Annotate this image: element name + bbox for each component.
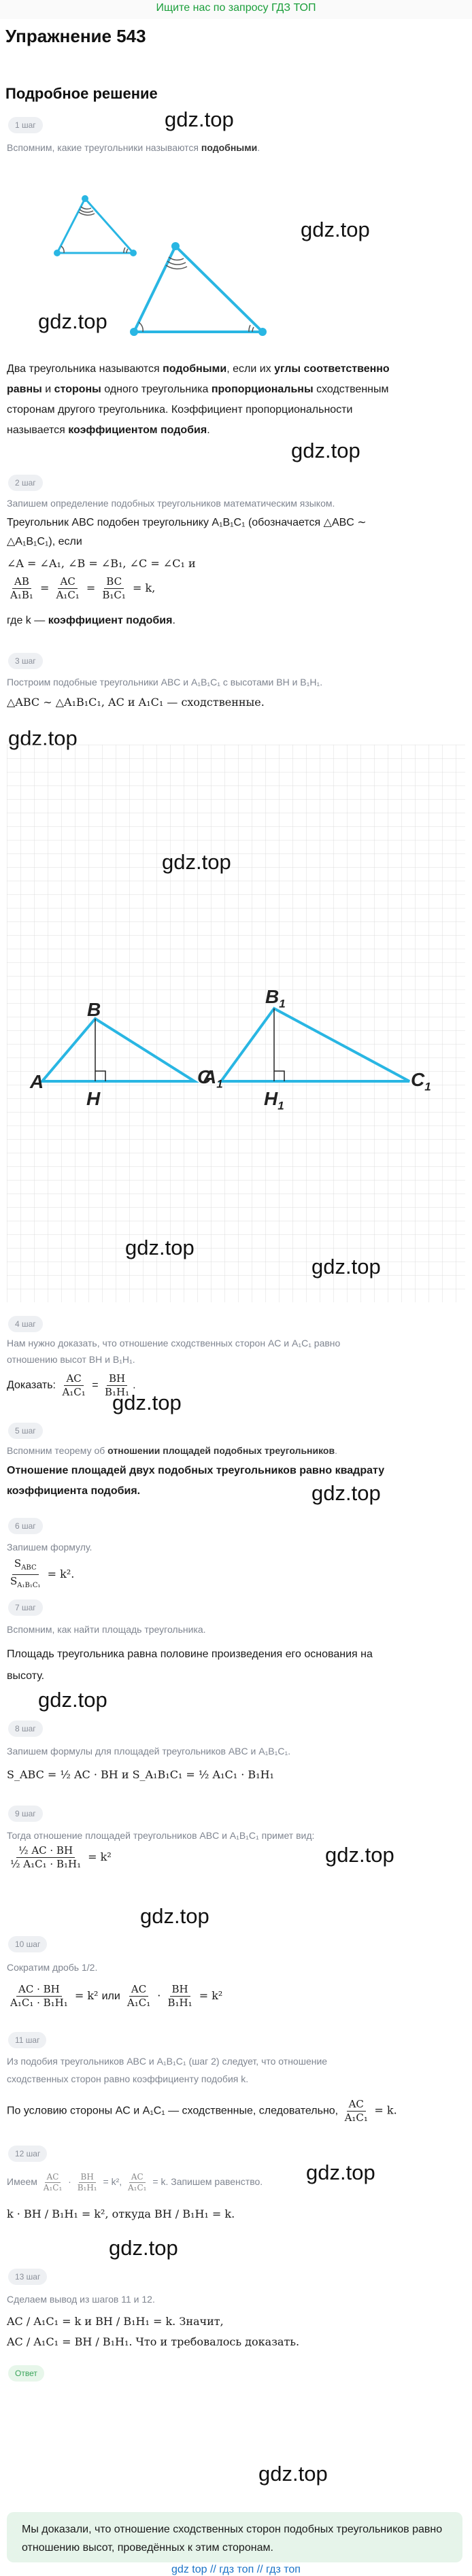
step11-intro: Из подобия треугольников ABC и A₁B₁C₁ (ш… (7, 2056, 328, 2067)
step-badge-1: 1 шаг (8, 117, 43, 133)
exercise-title: Упражнение 543 (5, 26, 146, 46)
step13-conclusion-1: AC / A₁C₁ = k и BH / B₁H₁ = k. Значит, (7, 2315, 224, 2328)
step-badge-7: 7 шаг (8, 1599, 43, 1616)
answer-badge: Ответ (8, 2365, 44, 2382)
watermark: gdz.top (162, 850, 231, 874)
step5-theorem-1: Отношение площадей двух подобных треугол… (7, 1465, 385, 1476)
label-A1: A1 (203, 1066, 223, 1091)
step2-line2: △A₁B₁C₁), если (7, 536, 82, 547)
answer-box: Мы доказали, что отношение сходственных … (7, 2512, 462, 2562)
label-A: A (30, 1071, 44, 1092)
step8-formulas: S_ABC = ½ AC · BH и S_A₁B₁C₁ = ½ A₁C₁ · … (7, 1768, 274, 1781)
label-H1: H1 (264, 1088, 284, 1113)
solution-title: Подробное решение (5, 85, 158, 102)
watermark: gdz.top (301, 218, 370, 241)
watermark: gdz.top (325, 1843, 394, 1867)
step9-intro: Тогда отношение площадей треугольников A… (7, 1830, 315, 1841)
step6-intro: Запишем формулу. (7, 1542, 92, 1553)
step2-line1: Треугольник ABC подобен треугольнику A₁B… (7, 517, 367, 528)
step5-intro: Вспомним теорему об отношении площадей п… (7, 1445, 337, 1456)
step4-intro-2: отношению высот BH и B₁H₁. (7, 1354, 135, 1365)
label-B1: B1 (265, 986, 286, 1011)
watermark: gdz.top (125, 1236, 195, 1259)
step2-line3: ∠A = ∠A₁, ∠B = ∠B₁, ∠C = ∠C₁ и (7, 557, 196, 570)
watermark: gdz.top (311, 1255, 381, 1278)
step-badge-13: 13 шаг (8, 2269, 48, 2285)
step12-formula: k · BH / B₁H₁ = k², откуда BH / B₁H₁ = k… (7, 2207, 235, 2220)
step3-statement: △ABC ∼ △A₁B₁C₁, AC и A₁C₁ — сходственные… (7, 696, 265, 709)
label-B: B (87, 999, 101, 1020)
step7-intro: Вспомним, как найти площадь треугольника… (7, 1624, 206, 1635)
step-badge-4: 4 шаг (8, 1316, 43, 1332)
triangles-grid-figure (7, 745, 465, 1302)
watermark: gdz.top (306, 2160, 375, 2184)
step13-intro: Сделаем вывод из шагов 11 и 12. (7, 2294, 155, 2305)
watermark: gdz.top (112, 1391, 182, 1414)
step2-intro: Запишем определение подобных треугольник… (7, 498, 335, 509)
step11-text: По условию стороны AC и A₁C₁ — сходствен… (7, 2098, 397, 2124)
step-badge-9: 9 шаг (8, 1806, 43, 1822)
watermark: gdz.top (140, 1904, 209, 1928)
similar-triangles-illustration (54, 195, 267, 336)
step3-intro: Построим подобные треугольники ABC и A₁B… (7, 677, 323, 688)
step-badge-12: 12 шаг (8, 2146, 48, 2162)
step8-intro: Запишем формулы для площадей треугольник… (7, 1746, 291, 1757)
top-banner[interactable]: Ищите нас по запросу ГДЗ ТОП (0, 0, 472, 19)
watermark: gdz.top (165, 107, 234, 131)
step-badge-8: 8 шаг (8, 1721, 43, 1737)
watermark: gdz.top (291, 439, 360, 462)
step5-theorem-2: коэффициента подобия. (7, 1485, 141, 1497)
step-badge-5: 5 шаг (8, 1423, 43, 1439)
step13-conclusion-2: AC / A₁C₁ = BH / B₁H₁. Что и требовалось… (7, 2335, 300, 2348)
step-badge-6: 6 шаг (8, 1518, 43, 1534)
label-C1: C1 (411, 1069, 431, 1094)
step2-k-definition: где k — коэффициент подобия. (7, 615, 175, 626)
step-badge-11: 11 шаг (8, 2032, 47, 2048)
watermark: gdz.top (258, 2462, 328, 2486)
footer-links[interactable]: gdz top // гдз топ // гдз топ (171, 2564, 301, 2575)
watermark: gdz.top (38, 309, 107, 333)
watermark: gdz.top (109, 2236, 178, 2260)
watermark: gdz.top (38, 1688, 107, 1712)
step11-intro-2: сходственных сторон равно коэффициенту п… (7, 2073, 249, 2084)
step10-intro: Сократим дробь 1/2. (7, 1962, 98, 1973)
watermark: gdz.top (311, 1481, 381, 1505)
step-badge-2: 2 шаг (8, 475, 43, 491)
step7-text-1: Площадь треугольника равна половине прои… (7, 1648, 373, 1660)
step-badge-3: 3 шаг (8, 653, 43, 669)
step4-intro: Нам нужно доказать, что отношение сходст… (7, 1338, 341, 1349)
similarity-definition: Два треугольника называются подобными, е… (7, 363, 390, 436)
answer-text: Мы доказали, что отношение сходственных … (22, 2524, 443, 2554)
step-badge-10: 10 шаг (8, 1936, 48, 1952)
label-H: H (86, 1088, 101, 1109)
step7-text-2: высоту. (7, 1670, 45, 1682)
label-C: C (197, 1066, 212, 1087)
step1-intro: Вспомним, какие треугольники называются … (7, 142, 260, 153)
